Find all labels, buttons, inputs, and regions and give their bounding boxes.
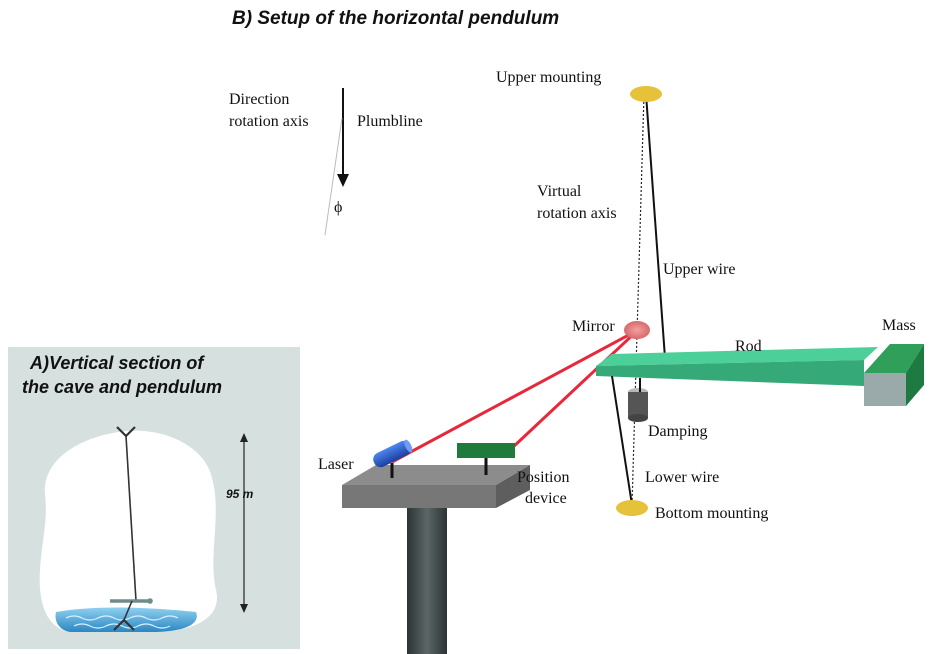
lower-wire [611, 375, 633, 506]
cave-section-title-line2: the cave and pendulum [22, 377, 222, 397]
mass-front [864, 373, 906, 406]
lower-wire-label: Lower wire [645, 469, 719, 486]
depth-arrow-top-head [240, 433, 248, 442]
table-top [342, 465, 530, 485]
mirror-label: Mirror [572, 318, 615, 335]
upper-mounting-label: Upper mounting [496, 69, 601, 86]
mass-label: Mass [882, 317, 916, 334]
cave-water-ripples [65, 615, 179, 629]
plumbline-label: Plumbline [357, 113, 423, 130]
direction-label-line2: rotation axis [229, 113, 309, 130]
mass-side [906, 344, 924, 406]
table-front [342, 485, 496, 508]
cave-lower-mount-icon [113, 618, 135, 631]
table-side [496, 465, 530, 508]
laser-label: Laser [318, 456, 354, 473]
rod-label: Rod [735, 338, 762, 355]
cave-pendulum-wire [125, 435, 137, 602]
depth-label: 95 m [226, 487, 254, 501]
plumbline-indicator: Direction rotation axis Plumbline ϕ [229, 88, 423, 236]
virtual-rotation-axis [631, 93, 645, 506]
position-device [457, 443, 515, 458]
damping-bottom [628, 414, 648, 422]
phi-label: ϕ [334, 199, 342, 216]
position-device-label-line1: Position [517, 469, 569, 486]
mass-top [864, 344, 924, 373]
plumbline-arrow-head [337, 174, 349, 187]
mirror [624, 321, 650, 339]
cave-lower-wire [123, 600, 133, 621]
cave-section-panel: A)Vertical section of the cave and pendu… [8, 347, 300, 649]
cave-outline [39, 430, 217, 632]
virtual-axis-label-line1: Virtual [537, 183, 582, 200]
cave-section-title-line1: A)Vertical section of [29, 353, 205, 373]
diagram-title: B) Setup of the horizontal pendulum [232, 8, 559, 29]
upper-wire [645, 93, 666, 359]
rod-top [596, 347, 878, 366]
damping-label: Damping [648, 423, 708, 440]
depth-arrow-bottom-head [240, 604, 248, 613]
pillar [407, 505, 447, 654]
direction-label-line1: Direction [229, 91, 289, 108]
position-device-label-line2: device [525, 490, 567, 507]
upper-mounting [630, 86, 662, 102]
upper-wire-label: Upper wire [663, 261, 735, 278]
cave-pendulum-mass [147, 598, 153, 604]
rotation-axis-direction-line [324, 117, 343, 236]
horizontal-pendulum-setup: Upper mounting Virtual rotation axis Upp… [318, 69, 924, 654]
laser-beam-reflected [510, 328, 640, 450]
virtual-axis-label-line2: rotation axis [537, 205, 617, 222]
damping-body [628, 392, 648, 418]
rod-front [596, 360, 864, 386]
laser-device [373, 439, 413, 468]
laser-beam-to-mirror [391, 328, 639, 464]
bottom-mounting [616, 500, 648, 516]
bottom-mounting-label: Bottom mounting [655, 505, 768, 522]
